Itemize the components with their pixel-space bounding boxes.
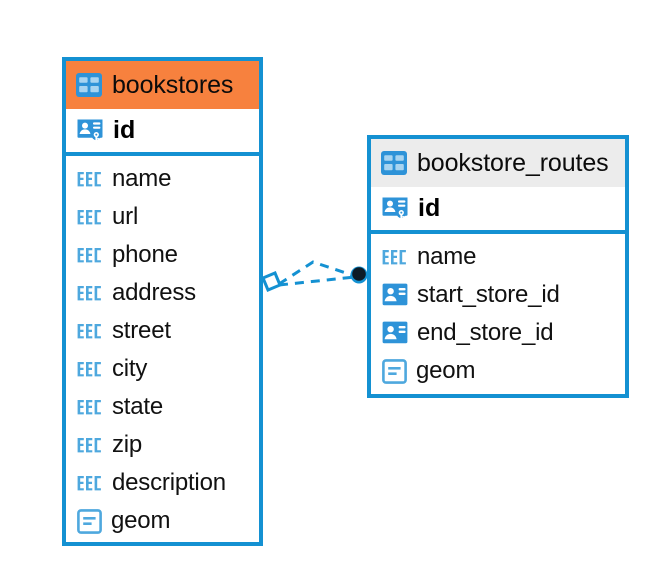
primary-key-row-bookstores[interactable]: id [66, 109, 259, 156]
diamond-open-marker [261, 271, 282, 292]
relationship-line-end-store-id [278, 275, 356, 287]
abc-icon [382, 249, 408, 265]
relationship-line-start-store-id [278, 260, 356, 286]
field-row[interactable]: start_store_id [371, 276, 625, 314]
entity-header-bookstores[interactable]: bookstores [66, 61, 259, 109]
field-label: phone [112, 241, 178, 268]
field-row[interactable]: street [66, 312, 259, 350]
field-row[interactable]: phone [66, 236, 259, 274]
abc-icon [77, 475, 103, 491]
field-row[interactable]: state [66, 388, 259, 426]
abc-icon [77, 209, 103, 225]
field-label: url [112, 203, 139, 230]
field-label: address [112, 279, 196, 306]
entity-bookstore-routes[interactable]: bookstore_routes [367, 135, 629, 398]
table-icon [381, 151, 407, 175]
circle-filled-marker [350, 266, 368, 284]
field-label: street [112, 317, 171, 344]
field-label: geom [416, 357, 476, 384]
field-label: description [112, 469, 226, 496]
entity-header-bookstore-routes[interactable]: bookstore_routes [371, 139, 625, 187]
abc-icon [77, 361, 103, 377]
entity-bookstores[interactable]: bookstores [62, 57, 263, 546]
field-label: state [112, 393, 164, 420]
field-row[interactable]: name [66, 160, 259, 198]
foreign-key-icon [382, 282, 408, 308]
primary-key-label: id [418, 194, 441, 222]
abc-icon [77, 399, 103, 415]
field-label: end_store_id [417, 319, 554, 346]
field-label: city [112, 355, 148, 382]
field-row[interactable]: description [66, 464, 259, 502]
field-row[interactable]: geom [371, 352, 625, 390]
field-row[interactable]: address [66, 274, 259, 312]
abc-icon [77, 285, 103, 301]
entity-title: bookstores [112, 70, 234, 99]
relationship-connector[interactable] [255, 240, 380, 310]
geometry-icon [77, 508, 102, 534]
foreign-key-icon [382, 320, 408, 346]
field-row[interactable]: geom [66, 502, 259, 540]
field-label: zip [112, 431, 143, 458]
field-label: name [417, 243, 477, 270]
primary-key-icon [381, 195, 409, 223]
abc-icon [77, 247, 103, 263]
abc-icon [77, 171, 103, 187]
table-icon [76, 73, 102, 97]
field-row[interactable]: name [371, 238, 625, 276]
field-row[interactable]: city [66, 350, 259, 388]
abc-icon [77, 323, 103, 339]
field-label: name [112, 165, 172, 192]
circle-filled-marker-core [352, 267, 366, 281]
field-label: geom [111, 507, 171, 534]
primary-key-row-bookstore-routes[interactable]: id [371, 187, 625, 234]
primary-key-label: id [113, 116, 136, 144]
field-list-bookstore-routes: name start_store_id [371, 234, 625, 394]
field-row[interactable]: zip [66, 426, 259, 464]
entity-title: bookstore_routes [417, 148, 609, 177]
abc-icon [77, 437, 103, 453]
field-row[interactable]: url [66, 198, 259, 236]
geometry-icon [382, 358, 407, 384]
primary-key-icon [76, 117, 104, 145]
field-label: start_store_id [417, 281, 560, 308]
field-list-bookstores: name url [66, 156, 259, 544]
field-row[interactable]: end_store_id [371, 314, 625, 352]
